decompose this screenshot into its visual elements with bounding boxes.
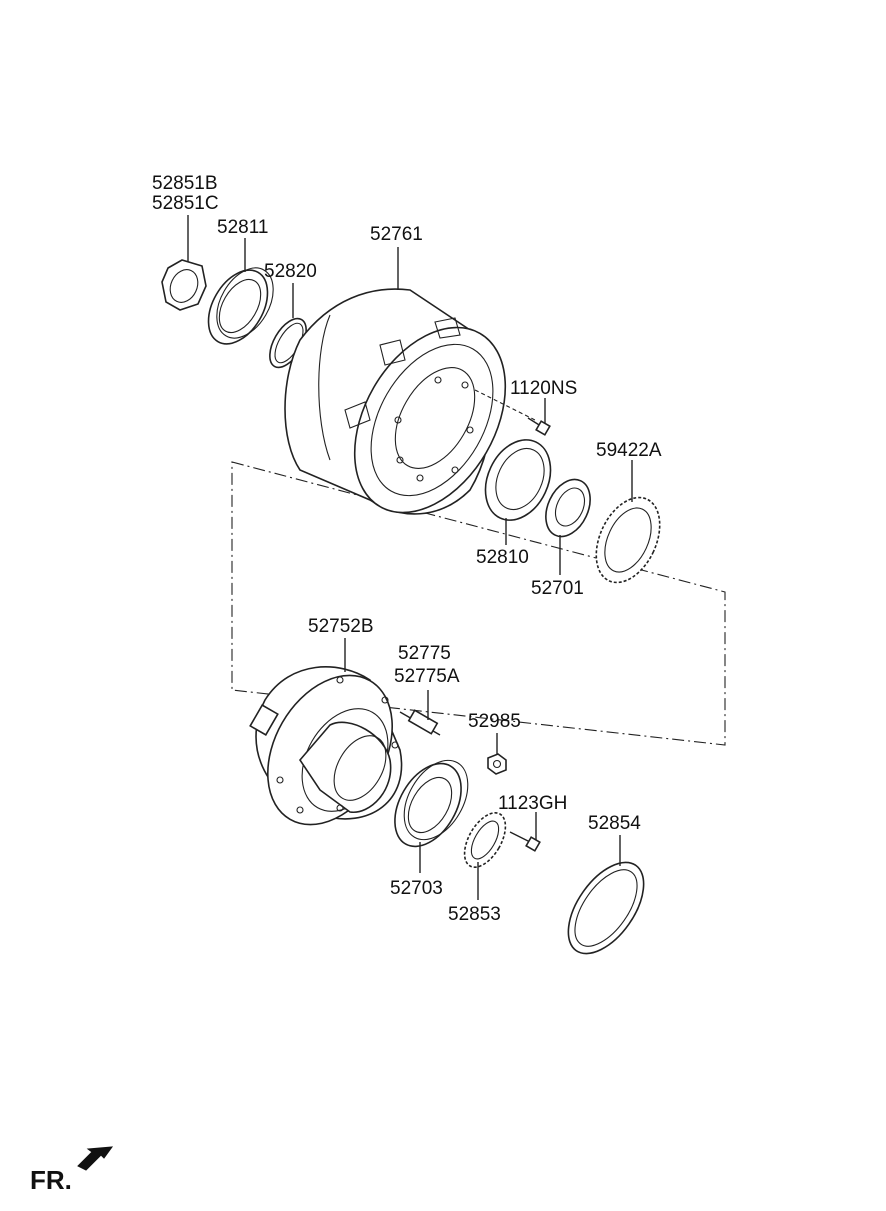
screw-1120ns-part[interactable] (527, 417, 551, 436)
label-1123gh: 1123GH (498, 793, 567, 814)
label-1120ns: 1120NS (510, 378, 577, 399)
tone-ring-part[interactable] (584, 487, 673, 592)
front-direction-label: FR. (30, 1165, 72, 1195)
wheel-hub-part[interactable] (242, 653, 417, 847)
bearing-52703-part[interactable] (381, 749, 481, 858)
label-52985: 52985 (468, 711, 521, 732)
front-direction-arrow-icon (77, 1146, 114, 1171)
label-52701: 52701 (531, 578, 584, 599)
inner-bearing-part[interactable] (537, 472, 599, 543)
lock-nut-part[interactable] (161, 259, 207, 311)
wheel-stud-part[interactable] (399, 709, 441, 736)
label-52810: 52810 (476, 547, 529, 568)
label-52854: 52854 (588, 813, 641, 834)
label-52703: 52703 (390, 878, 443, 899)
label-52775: 52775 (398, 643, 451, 664)
label-52820: 52820 (264, 261, 317, 282)
label-52851b: 52851B (152, 173, 218, 194)
label-52775a: 52775A (394, 666, 460, 687)
seal-52854-part[interactable] (553, 849, 659, 966)
nut-52985-part[interactable] (487, 753, 507, 775)
label-52752b: 52752B (308, 616, 374, 637)
lock-washer-part[interactable] (456, 806, 514, 874)
label-59422a: 59422A (596, 440, 662, 461)
brake-drum-part[interactable] (284, 288, 536, 539)
label-52851c: 52851C (152, 193, 219, 214)
oil-seal-part[interactable] (473, 429, 563, 530)
outer-bearing-part[interactable] (196, 258, 284, 354)
label-52853: 52853 (448, 904, 501, 925)
label-52811: 52811 (217, 217, 268, 238)
label-52761: 52761 (370, 224, 423, 245)
